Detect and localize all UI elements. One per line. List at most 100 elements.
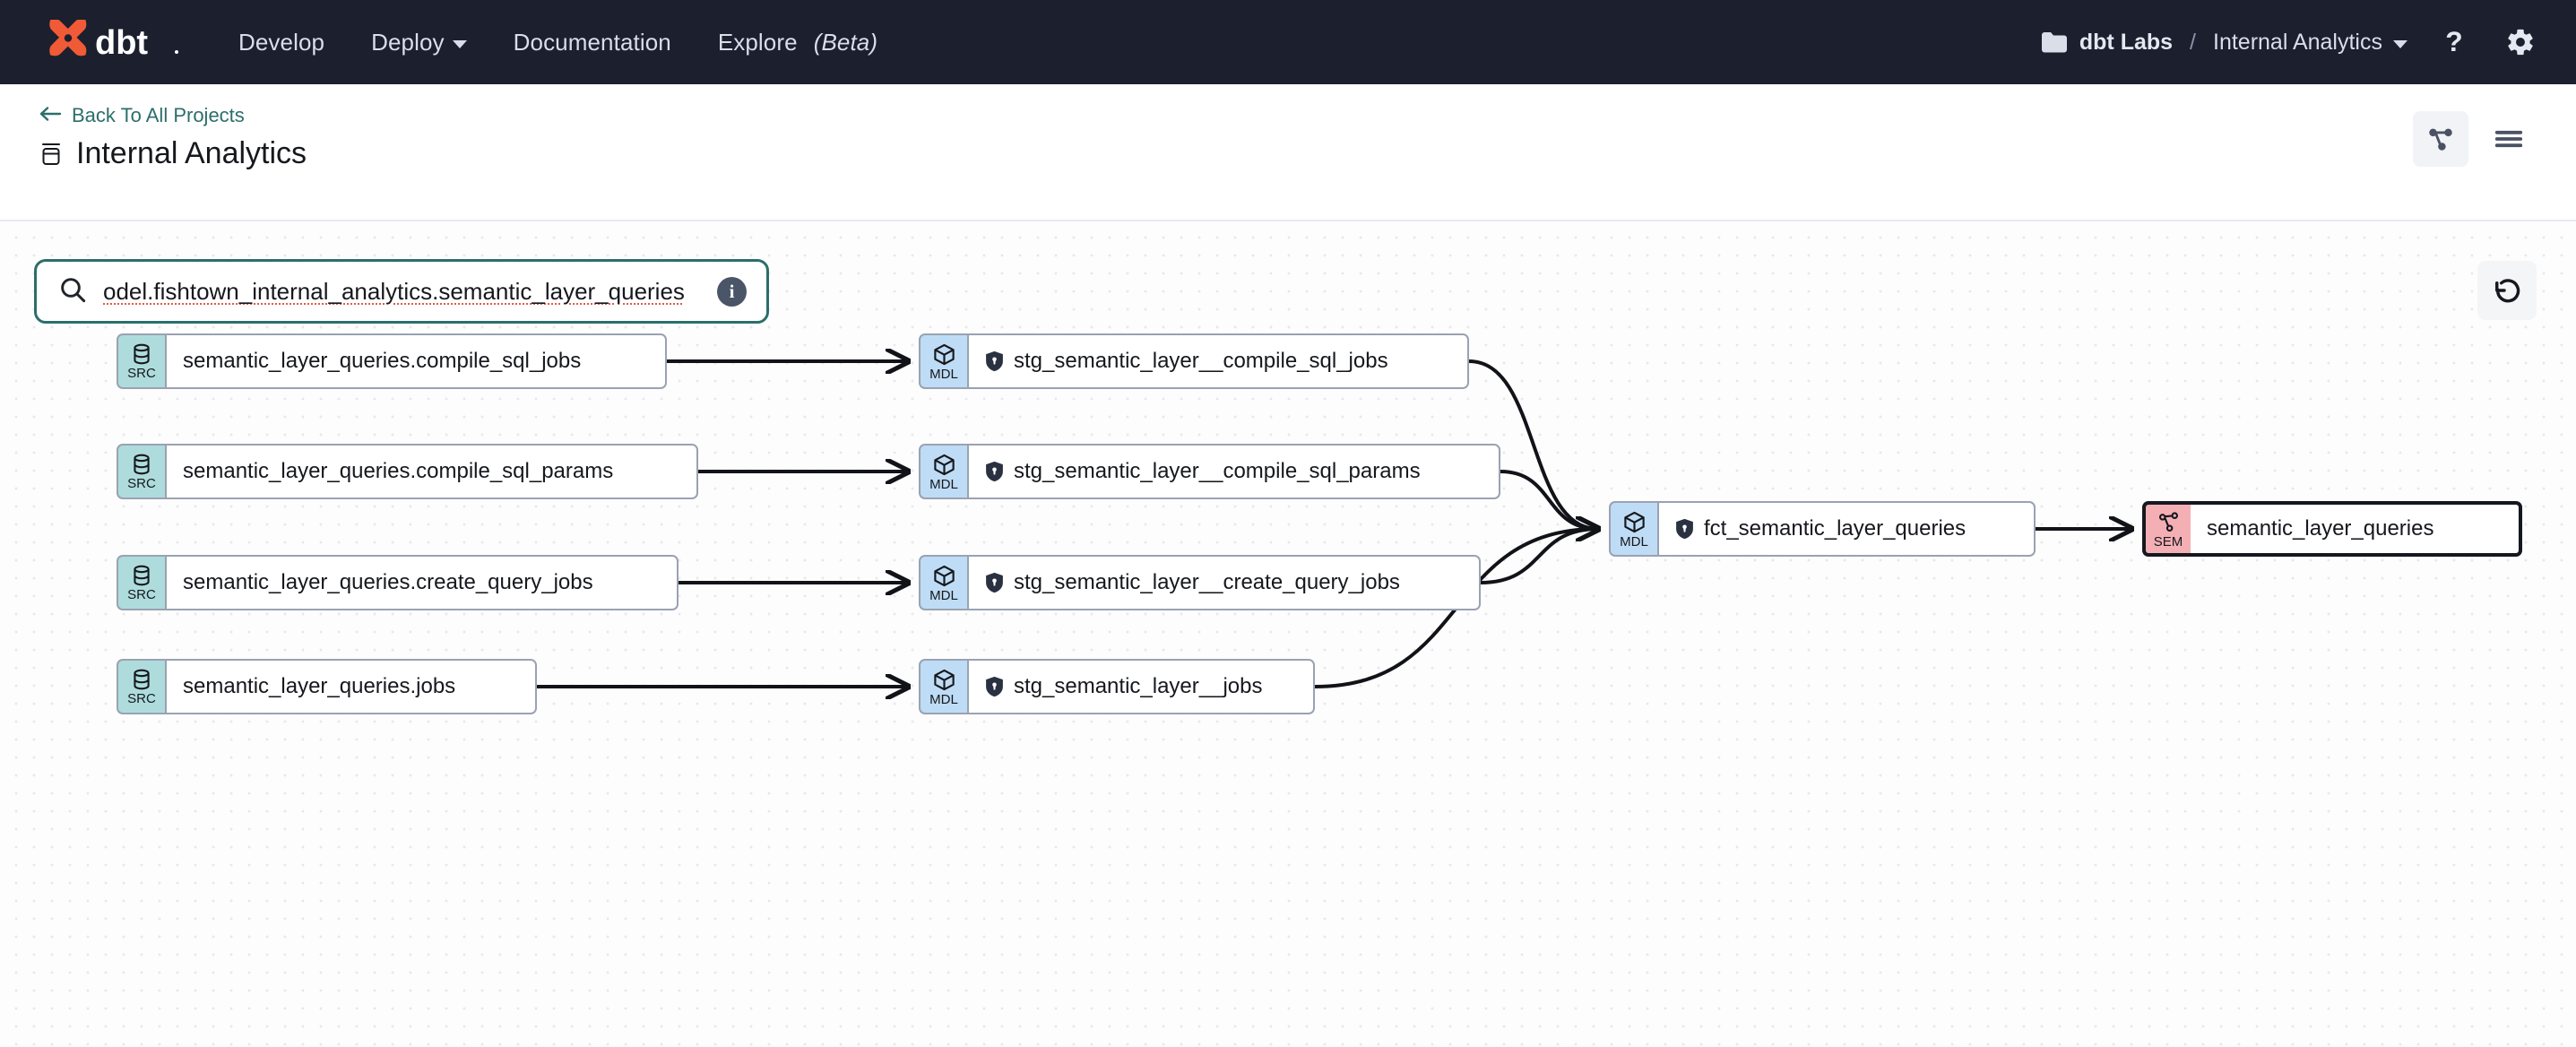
nav-item-documentation-label: Documentation xyxy=(513,28,671,56)
lineage-node-src_create_query_jobs[interactable]: SRC semantic_layer_queries.create_query_j… xyxy=(117,555,679,610)
breadcrumb-project-label: Internal Analytics xyxy=(2213,29,2382,55)
breadcrumb: dbt Labs / Internal Analytics xyxy=(2041,30,2407,56)
node-type-label: SEM xyxy=(2153,533,2183,549)
arrow-left-icon xyxy=(39,104,63,127)
lineage-graph-icon xyxy=(2429,128,2452,151)
nav-item-explore-label: Explore xyxy=(717,28,798,56)
node-type-label: MDL xyxy=(929,587,958,603)
node-type-badge-mdl: MDL xyxy=(1609,501,1657,557)
cube-icon xyxy=(932,342,956,367)
node-type-badge-mdl: MDL xyxy=(919,444,967,499)
lineage-node-mdl_fct_semantic_layer_queries[interactable]: MDL fct_semantic_layer_queries xyxy=(1609,501,2036,557)
lineage-view-button[interactable] xyxy=(2413,111,2468,167)
node-label-box: semantic_layer_queries xyxy=(2191,501,2522,557)
node-type-label: SRC xyxy=(127,587,156,602)
node-name-text: semantic_layer_queries.compile_sql_param… xyxy=(183,459,614,483)
back-to-all-projects-link[interactable]: Back To All Projects xyxy=(39,104,307,127)
node-label-box: stg_semantic_layer__jobs xyxy=(967,659,1315,714)
node-label-box: stg_semantic_layer__compile_sql_jobs xyxy=(967,333,1469,389)
lock-shield-icon xyxy=(985,350,1004,372)
cube-icon xyxy=(932,564,956,588)
lock-shield-icon xyxy=(1675,518,1694,540)
help-button[interactable]: ? xyxy=(2434,22,2474,62)
node-name-text: stg_semantic_layer__compile_sql_params xyxy=(1014,459,1421,483)
node-type-label: SRC xyxy=(127,691,156,706)
project-subheader: Back To All Projects Internal Analytics xyxy=(0,84,2576,221)
nav-item-explore-beta-tag: (Beta) xyxy=(813,28,878,56)
database-icon xyxy=(39,141,63,168)
node-type-badge-src: SRC xyxy=(117,555,165,610)
breadcrumb-project-selector[interactable]: Internal Analytics xyxy=(2213,30,2407,56)
node-name-text: semantic_layer_queries.jobs xyxy=(183,674,456,698)
lock-shield-icon xyxy=(985,676,1004,697)
node-type-badge-mdl: MDL xyxy=(919,333,967,389)
dbt-logo[interactable]: dbt xyxy=(48,20,183,65)
node-label-box: stg_semantic_layer__compile_sql_params xyxy=(967,444,1500,499)
reset-view-button[interactable] xyxy=(2477,261,2537,320)
database-icon xyxy=(130,564,153,587)
chevron-down-icon xyxy=(452,39,467,48)
node-type-badge-src: SRC xyxy=(117,659,165,714)
nav-item-deploy[interactable]: Deploy xyxy=(371,29,467,56)
cube-icon xyxy=(1622,510,1647,534)
breadcrumb-separator: / xyxy=(2190,29,2196,55)
page-title-label: Internal Analytics xyxy=(76,136,307,170)
question-mark-icon: ? xyxy=(2445,27,2462,57)
lineage-node-mdl_stg_compile_sql_jobs[interactable]: MDL stg_semantic_layer__compile_sql_jobs xyxy=(919,333,1469,389)
lineage-node-src_compile_sql_params[interactable]: SRC semantic_layer_queries.compile_sql_pa… xyxy=(117,444,698,499)
folder-icon xyxy=(2041,31,2068,54)
lineage-canvas[interactable]: odel.fishtown_internal_analytics.semanti… xyxy=(0,221,2576,1047)
node-label-box: fct_semantic_layer_queries xyxy=(1657,501,2036,557)
semantic-graph-icon xyxy=(2157,510,2181,534)
navbar-right: dbt Labs / Internal Analytics ? xyxy=(2041,22,2540,62)
lock-shield-icon xyxy=(985,572,1004,593)
nav-item-develop[interactable]: Develop xyxy=(238,29,324,56)
node-type-badge-src: SRC xyxy=(117,333,165,389)
node-name-text: semantic_layer_queries.create_query_jobs xyxy=(183,570,593,594)
nav-item-explore[interactable]: Explore (Beta) xyxy=(718,29,877,56)
settings-button[interactable] xyxy=(2501,22,2540,62)
node-name-text: semantic_layer_queries xyxy=(2207,516,2434,541)
node-name-text: semantic_layer_queries.compile_sql_jobs xyxy=(183,349,582,373)
node-type-label: SRC xyxy=(127,366,156,381)
node-label-box: semantic_layer_queries.create_query_jobs xyxy=(165,555,679,610)
database-icon xyxy=(130,453,153,476)
page-title: Internal Analytics xyxy=(39,136,307,171)
list-view-button[interactable] xyxy=(2481,111,2537,167)
lineage-node-mdl_stg_compile_sql_params[interactable]: MDL stg_semantic_layer__compile_sql_param… xyxy=(919,444,1500,499)
hamburger-list-icon xyxy=(2494,130,2523,148)
top-navbar: dbt Develop Deploy Documentation Explore… xyxy=(0,0,2576,84)
nav-item-documentation[interactable]: Documentation xyxy=(514,29,671,56)
svg-text:dbt: dbt xyxy=(95,24,148,62)
node-type-badge-mdl: MDL xyxy=(919,555,967,610)
lineage-edge xyxy=(1500,470,1598,529)
node-type-badge-src: SRC xyxy=(117,444,165,499)
info-icon[interactable]: i xyxy=(717,276,747,307)
node-type-label: MDL xyxy=(929,366,958,382)
lock-shield-icon xyxy=(985,461,1004,482)
lineage-edge xyxy=(1480,529,1598,584)
node-name-text: fct_semantic_layer_queries xyxy=(1704,516,1967,541)
node-type-label: MDL xyxy=(1620,533,1648,549)
reset-rotate-left-icon xyxy=(2495,279,2520,303)
breadcrumb-org[interactable]: dbt Labs xyxy=(2079,29,2174,55)
lineage-node-src_compile_sql_jobs[interactable]: SRC semantic_layer_queries.compile_sql_jo… xyxy=(117,333,667,389)
node-label-box: semantic_layer_queries.compile_sql_param… xyxy=(165,444,698,499)
nav-item-develop-label: Develop xyxy=(238,28,325,56)
node-type-badge-sem: SEM xyxy=(2142,501,2191,557)
view-toggle-group xyxy=(2413,104,2537,167)
chevron-down-icon xyxy=(2393,39,2407,48)
back-to-all-projects-label: Back To All Projects xyxy=(72,104,245,126)
cube-icon xyxy=(932,453,956,477)
lineage-node-sem_semantic_layer_queries[interactable]: SEM semantic_layer_queries xyxy=(2142,501,2522,557)
node-name-text: stg_semantic_layer__compile_sql_jobs xyxy=(1014,349,1388,373)
node-type-label: MDL xyxy=(929,476,958,492)
gear-icon xyxy=(2508,29,2533,56)
node-type-badge-mdl: MDL xyxy=(919,659,967,714)
search-input[interactable]: odel.fishtown_internal_analytics.semanti… xyxy=(103,277,685,305)
lineage-node-src_jobs[interactable]: SRC semantic_layer_queries.jobs xyxy=(117,659,537,714)
database-icon xyxy=(130,668,153,691)
node-search-box[interactable]: odel.fishtown_internal_analytics.semanti… xyxy=(34,259,769,324)
